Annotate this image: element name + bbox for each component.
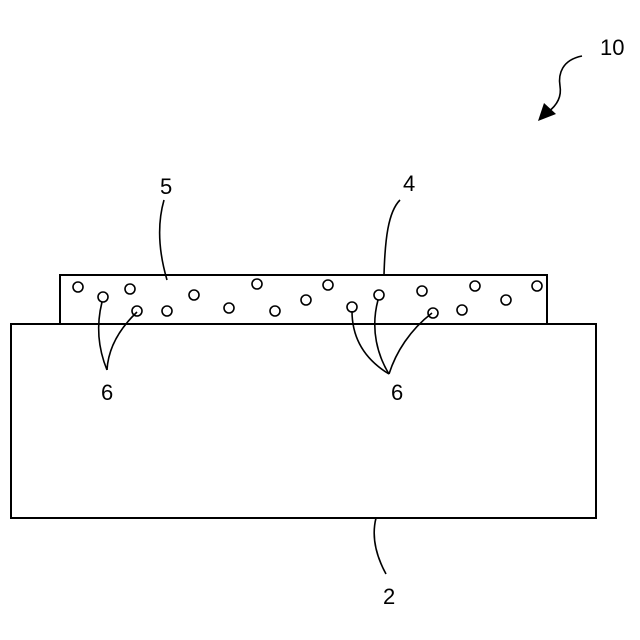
label-surface: 5 (160, 174, 172, 199)
label-layer: 4 (403, 171, 415, 196)
substrate-body (11, 324, 596, 518)
assembly-leader-line (548, 56, 582, 112)
label-substrate: 2 (383, 584, 395, 609)
particle-18 (501, 295, 511, 305)
particle-12 (347, 302, 357, 312)
particle-11 (323, 280, 333, 290)
particle-16 (457, 305, 467, 315)
particle-14 (417, 286, 427, 296)
particle-8 (252, 279, 262, 289)
label-particles-left: 6 (101, 380, 113, 405)
particle-7 (224, 303, 234, 313)
particle-2 (98, 292, 108, 302)
particle-1 (73, 282, 83, 292)
layer-leader-line (384, 200, 400, 275)
particle-17 (470, 281, 480, 291)
particle-9 (270, 306, 280, 316)
label-assembly: 10 (600, 35, 624, 60)
particle-15 (428, 308, 438, 318)
particle-13 (374, 290, 384, 300)
particle-19 (532, 281, 542, 291)
particle-3 (125, 284, 135, 294)
particle-10 (301, 295, 311, 305)
assembly-arrowhead-icon (538, 103, 556, 121)
substrate-leader-line (374, 518, 386, 574)
particle-5 (162, 306, 172, 316)
particle-6 (189, 290, 199, 300)
surface-leader-line (160, 200, 167, 280)
label-particles-right: 6 (391, 380, 403, 405)
